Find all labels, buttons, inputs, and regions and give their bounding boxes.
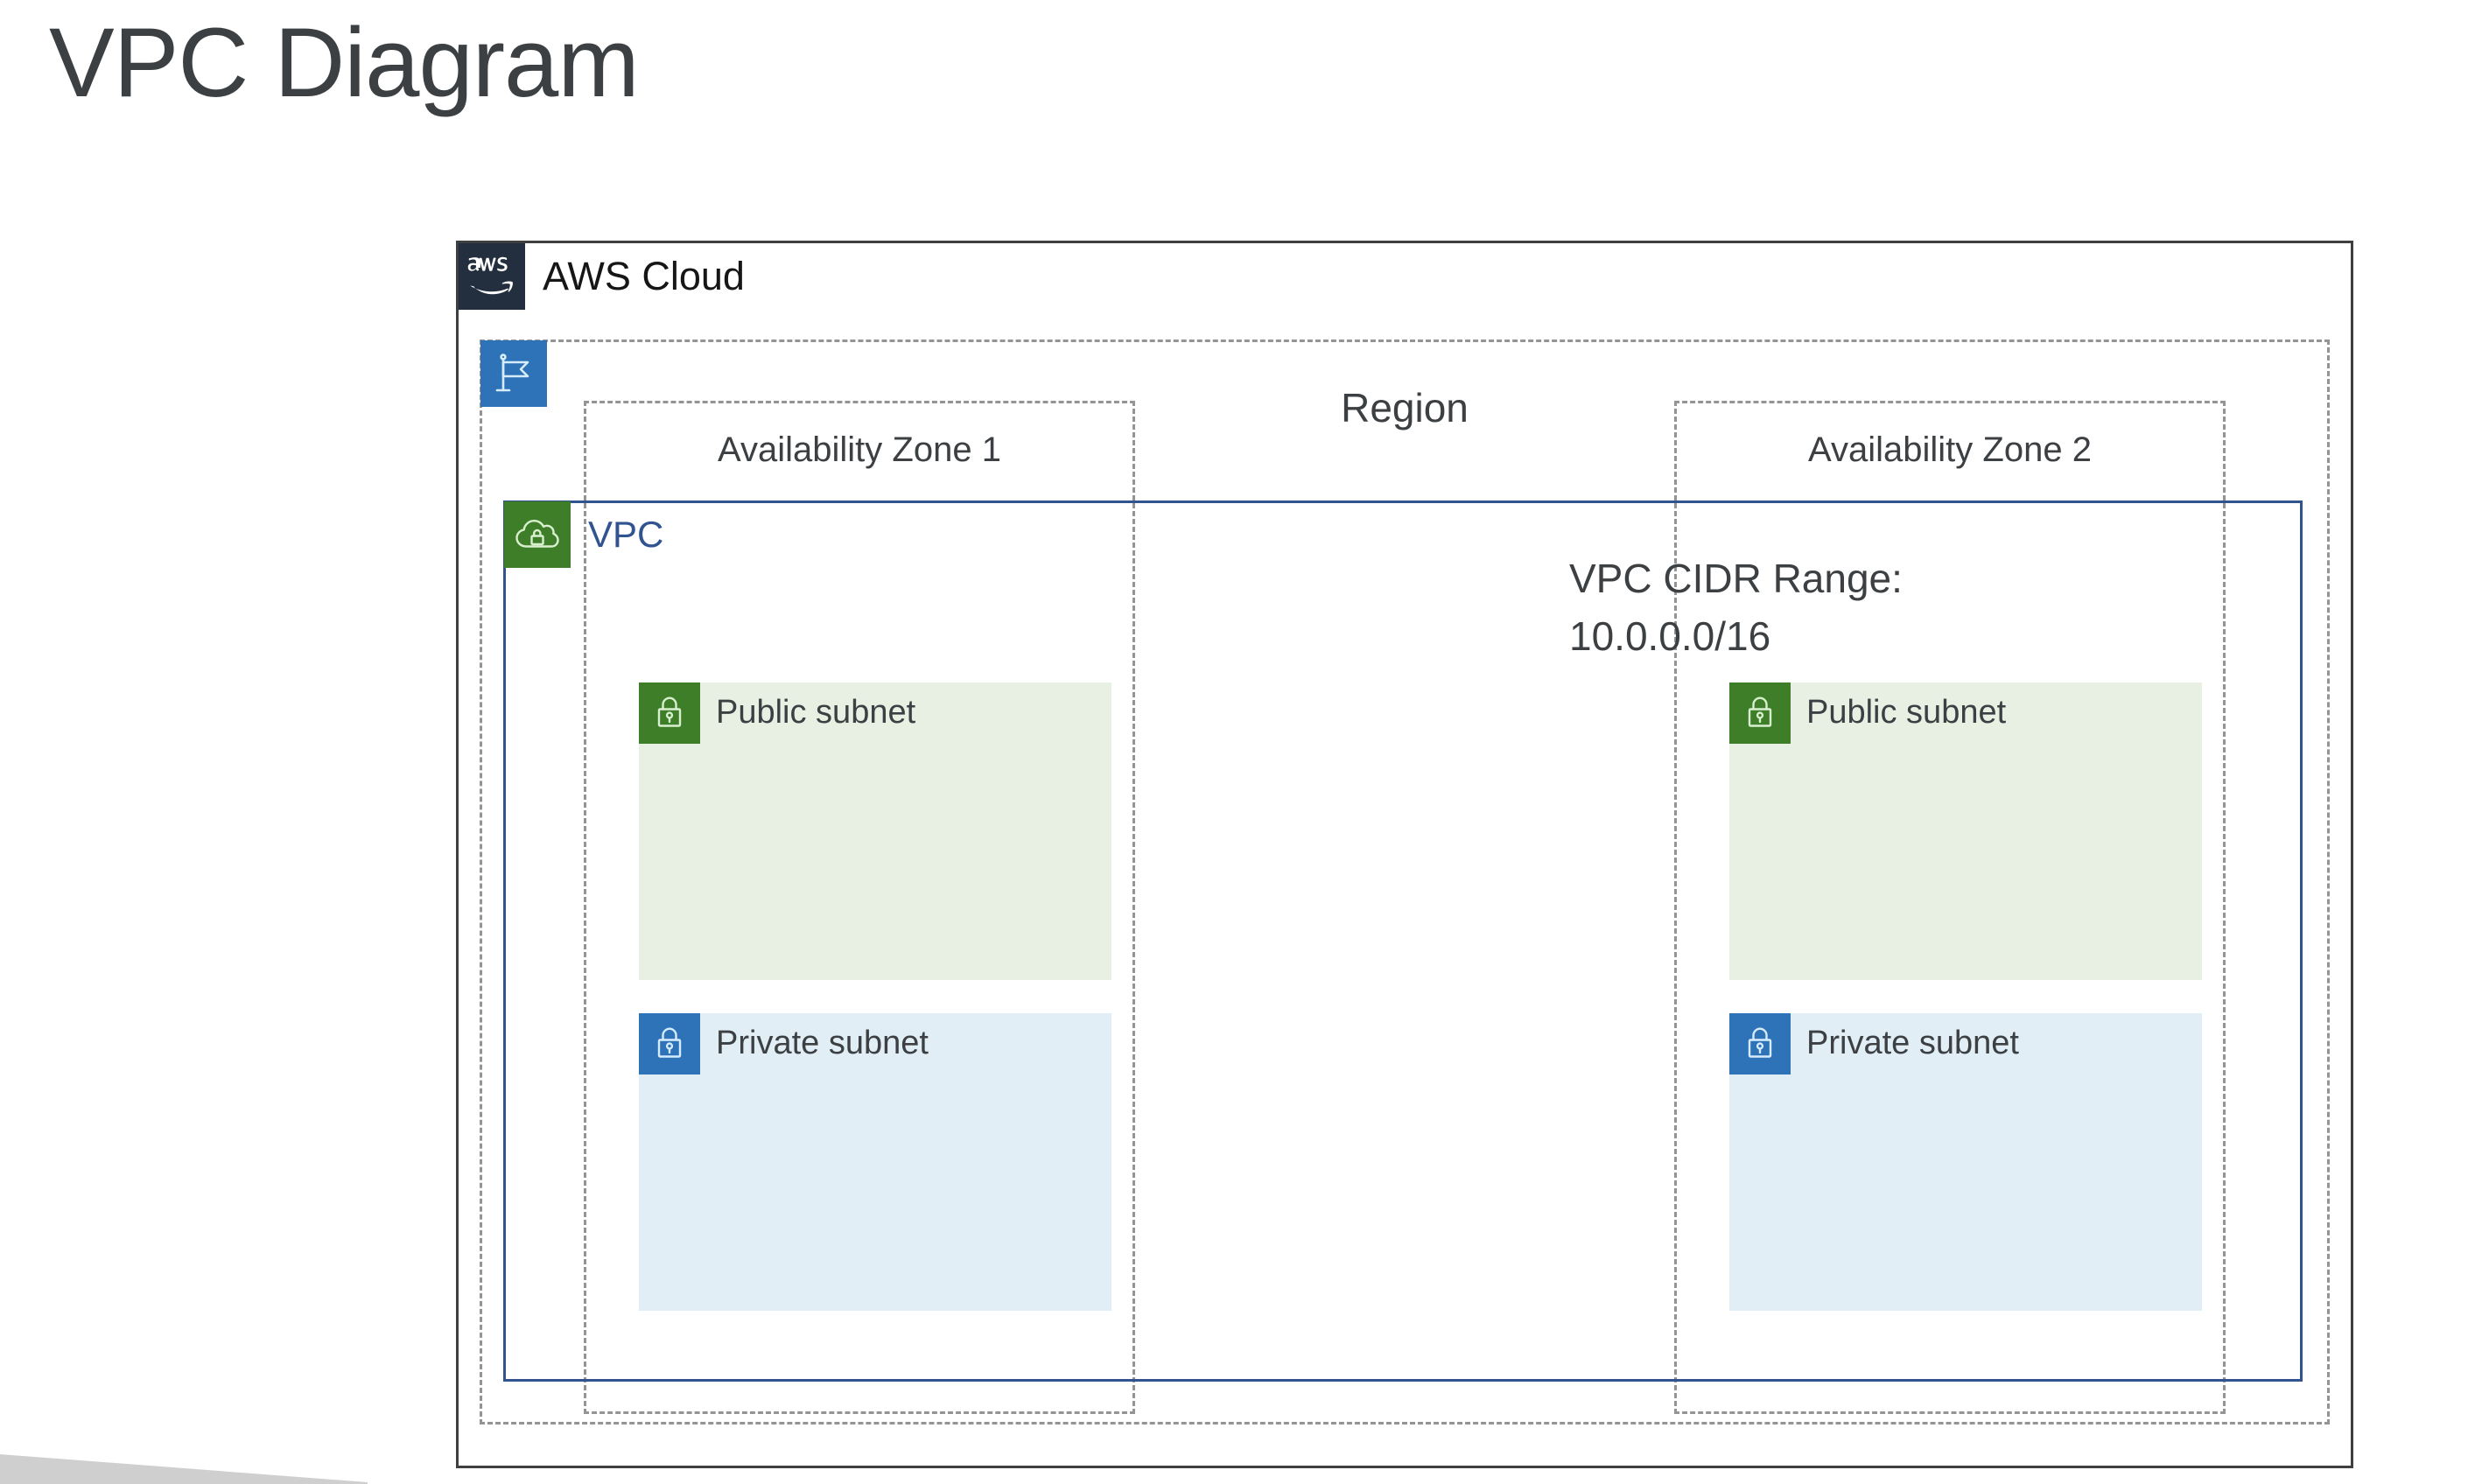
lock-icon <box>1729 1013 1791 1074</box>
aws-logo-icon <box>459 243 525 310</box>
aws-cloud-boundary: AWS Cloud Region Availability Zone 1 Ava… <box>456 241 2353 1468</box>
availability-zone-1-boundary: Availability Zone 1 <box>584 401 1135 1414</box>
az1-private-subnet-label: Private subnet <box>716 1025 929 1061</box>
vpc-cloud-lock-icon <box>504 501 571 568</box>
az2-public-subnet: Public subnet <box>1729 682 2202 980</box>
region-boundary: Region Availability Zone 1 Availability … <box>480 340 2330 1424</box>
availability-zone-2-boundary: Availability Zone 2 <box>1674 401 2226 1414</box>
page-title: VPC Diagram <box>49 8 640 117</box>
vpc-label: VPC <box>588 514 664 555</box>
lock-icon <box>1729 682 1791 744</box>
az1-private-subnet: Private subnet <box>639 1013 1111 1311</box>
aws-cloud-label: AWS Cloud <box>543 254 745 298</box>
availability-zone-1-label: Availability Zone 1 <box>718 430 1001 469</box>
vpc-cidr-note: VPC CIDR Range: 10.0.0.0/16 <box>1569 550 1937 665</box>
corner-decoration <box>0 1442 368 1484</box>
az1-public-subnet-label: Public subnet <box>716 694 916 731</box>
az2-public-subnet-label: Public subnet <box>1806 694 2007 731</box>
region-label: Region <box>1341 385 1469 430</box>
region-flag-icon <box>480 340 547 407</box>
az2-private-subnet: Private subnet <box>1729 1013 2202 1311</box>
az1-public-subnet: Public subnet <box>639 682 1111 980</box>
vpc-boundary: VPC <box>503 500 2303 1382</box>
lock-icon <box>639 682 700 744</box>
vpc-cidr-note-line-2: 10.0.0.0/16 <box>1569 613 1771 659</box>
lock-icon <box>639 1013 700 1074</box>
availability-zone-2-label: Availability Zone 2 <box>1808 430 2092 469</box>
az2-private-subnet-label: Private subnet <box>1806 1025 2019 1061</box>
vpc-cidr-note-line-1: VPC CIDR Range: <box>1569 556 1903 601</box>
